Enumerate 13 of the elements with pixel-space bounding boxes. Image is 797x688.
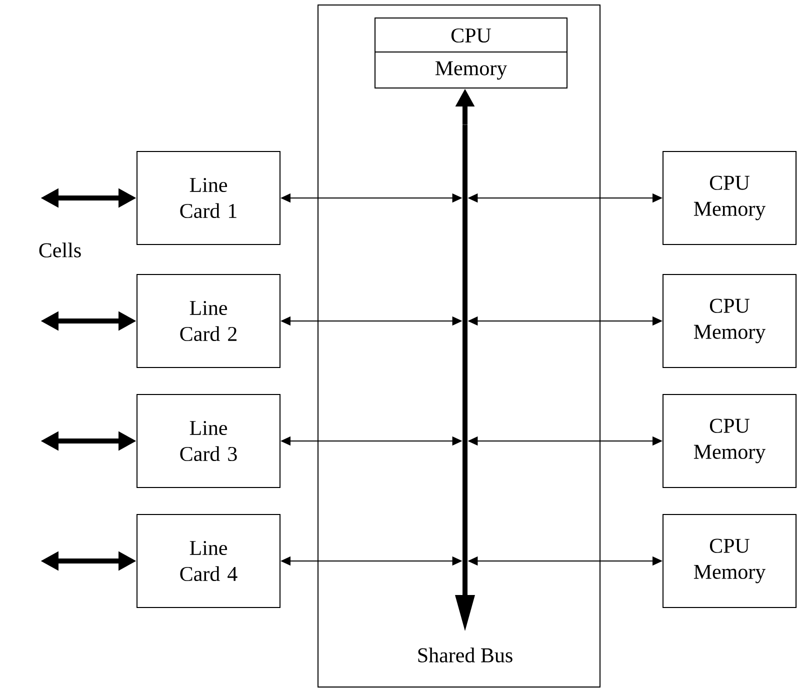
line-card-box: Line Card 4: [136, 514, 280, 608]
line-card-box: Line Card 3: [136, 394, 280, 488]
bus-line: [455, 125, 475, 631]
line-card-box: Line Card 1: [136, 151, 280, 245]
cpu-memory-box: CPU Memory: [662, 394, 796, 488]
enclosure-box: [318, 4, 600, 688]
signal-label: Cells: [39, 242, 81, 258]
cpu-memory-box: CPU Memory: [662, 274, 796, 368]
cpu-memory-box: CPU Memory: [374, 18, 568, 88]
cpu-memory-box: CPU Memory: [662, 514, 796, 608]
cpu-memory-box: CPU Memory: [662, 151, 796, 245]
bus-label: Shared Bus: [418, 648, 512, 662]
line-card-box: Line Card 2: [136, 274, 280, 368]
